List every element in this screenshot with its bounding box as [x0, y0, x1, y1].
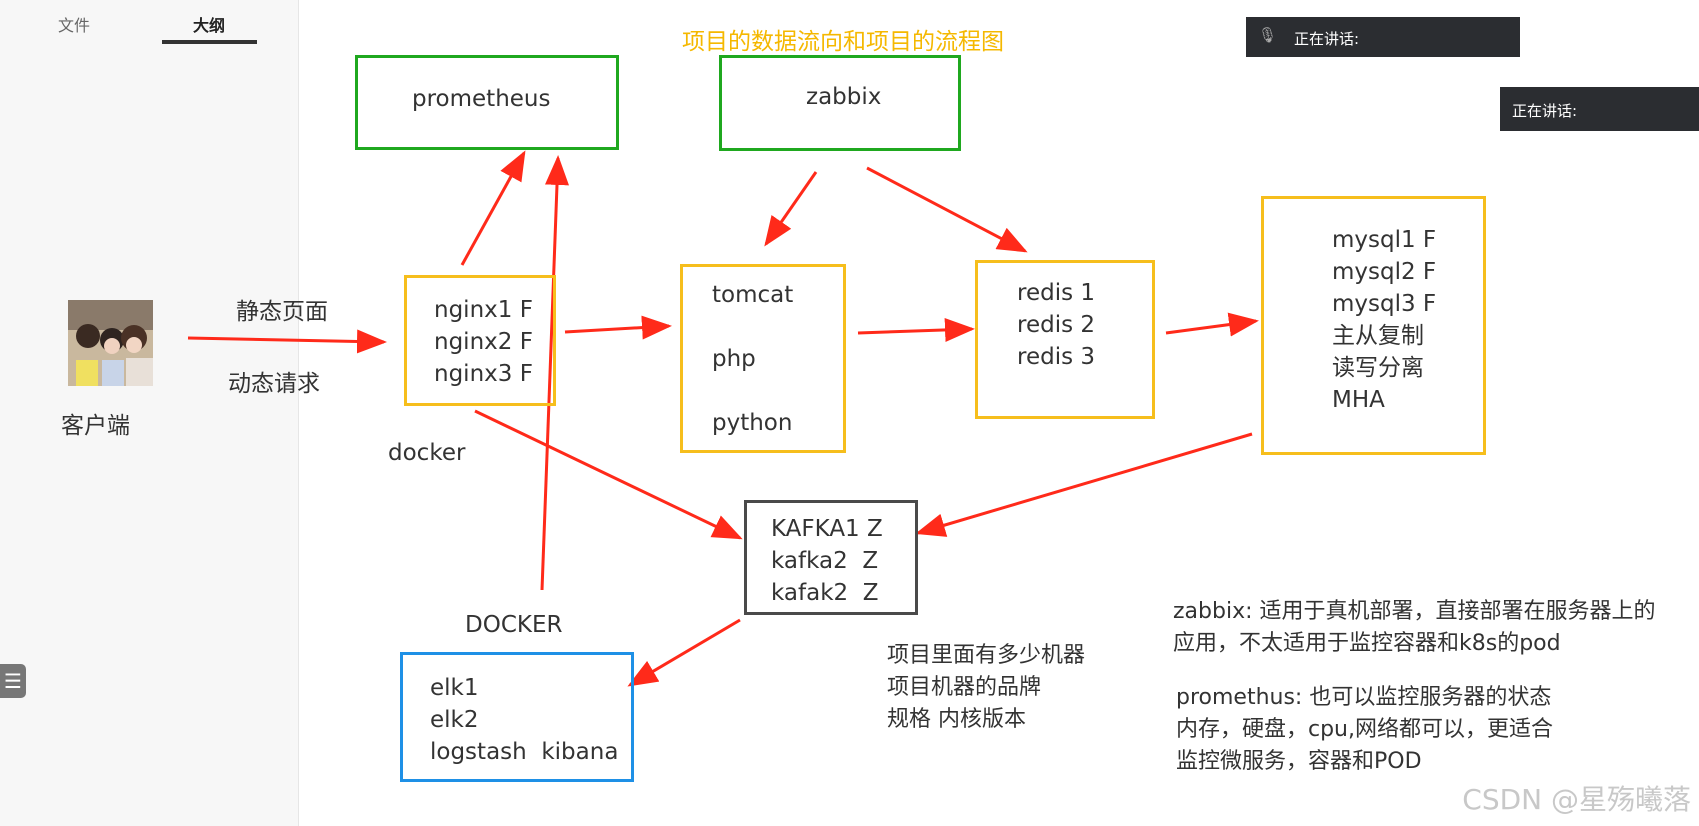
prometheus-box: prometheus — [355, 55, 619, 150]
machines-note: 项目里面有多少机器 项目机器的品牌 规格 内核版本 — [887, 643, 1086, 732]
client-label: 客户端 — [61, 413, 130, 439]
elk-text: elk1 elk2 logstash kibana — [430, 675, 619, 765]
speaking-indicator: 🎙 正在讲话: — [1246, 17, 1520, 57]
dynamic-request-label: 动态请求 — [228, 371, 320, 397]
sidebar: 文件 大纲 — [0, 0, 299, 826]
docker-upper-label: DOCKER — [465, 612, 563, 638]
promethus-note: promethus: 也可以监控服务器的状态 内存，硬盘，cpu,网络都可以，更… — [1176, 685, 1553, 774]
watermark: CSDN @星殇曦落 — [1462, 783, 1691, 816]
tab-outline[interactable]: 大纲 — [193, 16, 226, 35]
client-avatar — [68, 300, 153, 386]
arrow-app-redis — [857, 317, 975, 342]
app-box: tomcat php python — [680, 264, 846, 453]
arrow-nginx-kafka — [474, 409, 743, 540]
nginx-text: nginx1 F nginx2 F nginx3 F — [434, 297, 533, 387]
kafka-box: KAFKA1 Z kafka2 Z kafak2 Z — [744, 500, 918, 615]
arrow-nginx-prometheus — [460, 150, 526, 266]
arrow-kafka-elk — [627, 618, 741, 687]
speaking-indicator-secondary: 正在讲话: — [1500, 87, 1699, 131]
speaking-label-secondary: 正在讲话: — [1512, 102, 1578, 120]
docker-label: docker — [388, 440, 466, 466]
arrow-nginx-app — [564, 315, 672, 340]
arrow-mysql-kafka — [915, 432, 1253, 537]
arrow-redis-mysql — [1165, 312, 1259, 337]
microphone-icon: 🎙 — [1258, 26, 1278, 44]
redis-text: redis 1 redis 2 redis 3 — [1017, 280, 1096, 370]
outline-toggle-icon[interactable]: ☰ — [0, 664, 26, 698]
zabbix-note: zabbix: 适用于真机部署，直接部署在服务器上的 应用，不太适用于监控容器和… — [1173, 599, 1656, 656]
tab-active-indicator — [162, 40, 257, 44]
arrow-client-nginx — [187, 329, 387, 354]
arrow-elk-prometheus — [540, 155, 569, 591]
elk-box: elk1 elk2 logstash kibana — [400, 652, 634, 782]
diagram-title: 项目的数据流向和项目的流程图 — [682, 29, 1004, 55]
kafka-text: KAFKA1 Z kafka2 Z kafak2 Z — [771, 516, 883, 606]
mysql-box: mysql1 F mysql2 F mysql3 F 主从复制 读写分离 MHA — [1261, 196, 1486, 455]
redis-box: redis 1 redis 2 redis 3 — [975, 260, 1155, 419]
arrow-zabbix-redis — [866, 166, 1028, 253]
speaking-label: 正在讲话: — [1294, 30, 1360, 48]
mysql-text: mysql1 F mysql2 F mysql3 F 主从复制 读写分离 MHA — [1332, 227, 1437, 413]
arrow-zabbix-app — [764, 171, 818, 247]
static-page-label: 静态页面 — [236, 299, 328, 325]
zabbix-box: zabbix — [719, 55, 961, 151]
nginx-box: nginx1 F nginx2 F nginx3 F — [404, 275, 556, 406]
tab-file[interactable]: 文件 — [58, 16, 91, 35]
app-text: tomcat php python — [712, 282, 794, 436]
zabbix-text: zabbix — [806, 84, 882, 110]
prometheus-text: prometheus — [412, 86, 551, 112]
